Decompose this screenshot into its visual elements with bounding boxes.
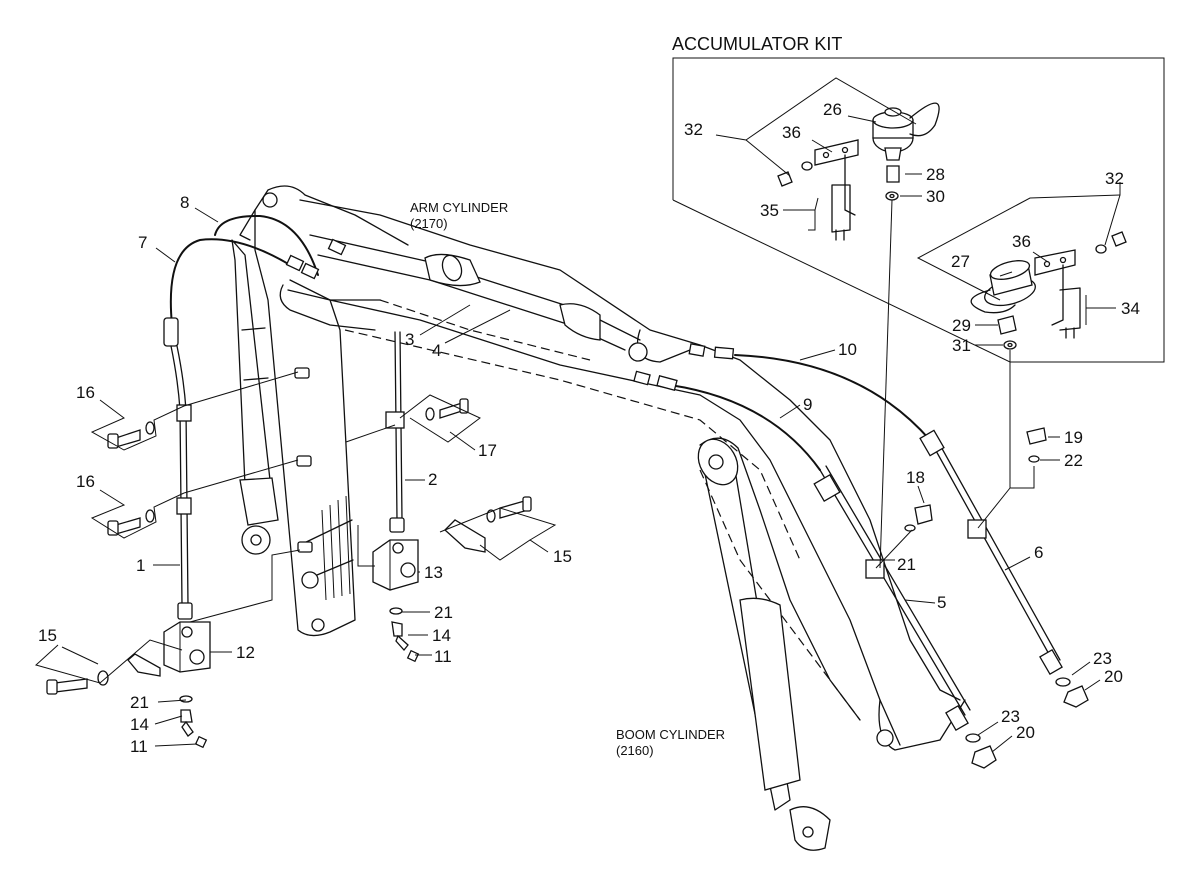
callout-23-upper: 23 xyxy=(1093,649,1112,668)
callout-16-lower: 16 xyxy=(76,472,95,491)
hose-10 xyxy=(734,354,931,441)
callout-15-left: 15 xyxy=(38,626,57,645)
callout-34: 34 xyxy=(1121,299,1140,318)
bracket-15-left xyxy=(127,653,161,677)
callout-30: 30 xyxy=(926,187,945,206)
callout-15-right: 15 xyxy=(553,547,572,566)
plug-19 xyxy=(1026,427,1047,445)
bracket-15-right xyxy=(444,519,486,553)
clamp-17 xyxy=(385,411,405,429)
callout-8: 8 xyxy=(180,193,189,212)
boom-cylinder-ref: (2160) xyxy=(616,743,654,758)
callout-23-lower: 23 xyxy=(1001,707,1020,726)
hose-9 xyxy=(669,384,821,471)
accumulator-lower xyxy=(970,231,1127,350)
callout-18: 18 xyxy=(906,468,925,487)
boom-structure xyxy=(289,199,966,751)
clamp-16-upper xyxy=(176,404,192,422)
callout-20-upper: 20 xyxy=(1104,667,1123,686)
callout-21-right: 21 xyxy=(897,555,916,574)
callout-17: 17 xyxy=(478,441,497,460)
labels: ACCUMULATOR KIT ARM CYLINDER (2170) BOOM… xyxy=(38,34,1140,758)
callout-11-center: 11 xyxy=(434,647,452,666)
callout-2: 2 xyxy=(428,470,437,489)
boom-foot-pin xyxy=(876,729,894,747)
arm-pin-hole xyxy=(301,571,319,589)
tube-assembly-6 xyxy=(904,427,1089,708)
arm-tip-hole xyxy=(311,618,325,632)
boom-cylinder-label: BOOM CYLINDER xyxy=(616,727,725,742)
callout-10: 10 xyxy=(838,340,857,359)
hoses xyxy=(169,214,931,471)
callout-6: 6 xyxy=(1034,543,1043,562)
boom-nose-pin xyxy=(628,342,648,362)
callout-1: 1 xyxy=(136,556,145,575)
callout-12: 12 xyxy=(236,643,255,662)
callout-16-upper: 16 xyxy=(76,383,95,402)
tube-assembly-5 xyxy=(813,465,997,769)
callout-11-left: 11 xyxy=(130,737,148,756)
cap-20-upper xyxy=(1063,685,1089,708)
boom-cylinder xyxy=(697,438,831,851)
arm-top-pin xyxy=(262,192,278,208)
hose-8 xyxy=(214,214,319,276)
callout-21-center: 21 xyxy=(434,603,453,622)
callout-21-left: 21 xyxy=(130,693,149,712)
callout-28: 28 xyxy=(926,165,945,184)
cap-20-lower xyxy=(971,745,997,769)
arm-ribs xyxy=(321,495,351,601)
arm-cylinder-ref: (2170) xyxy=(410,216,448,231)
callout-29: 29 xyxy=(952,316,971,335)
bucket-cylinder xyxy=(231,239,279,555)
callout-22: 22 xyxy=(1064,451,1083,470)
callout-7: 7 xyxy=(138,233,147,252)
callout-32-lower: 32 xyxy=(1105,169,1124,188)
callout-31: 31 xyxy=(952,336,971,355)
callout-5: 5 xyxy=(937,593,946,612)
leader-lines xyxy=(34,77,1121,753)
callout-4: 4 xyxy=(432,341,441,360)
callout-32-upper: 32 xyxy=(684,120,703,139)
tube-assembly-1 xyxy=(46,317,313,749)
clamp-6 xyxy=(967,519,987,539)
callout-19: 19 xyxy=(1064,428,1083,447)
arm-cylinder-label: ARM CYLINDER xyxy=(410,200,508,215)
callout-14-center: 14 xyxy=(432,626,451,645)
callout-13: 13 xyxy=(424,563,443,582)
plug-18 xyxy=(914,504,933,525)
hose-7 xyxy=(169,238,291,326)
callout-26: 26 xyxy=(823,100,842,119)
callout-20-lower: 20 xyxy=(1016,723,1035,742)
callout-36-upper: 36 xyxy=(782,123,801,142)
callout-27: 27 xyxy=(951,252,970,271)
accumulator-kit-title: ACCUMULATOR KIT xyxy=(672,34,842,54)
clamp-16-lower xyxy=(176,497,192,515)
accumulator-kit-frame xyxy=(672,57,1165,363)
callout-35: 35 xyxy=(760,201,779,220)
arm-cylinder xyxy=(309,234,641,351)
callout-14-left: 14 xyxy=(130,715,149,734)
tube-assembly-2 xyxy=(372,331,532,663)
callout-3: 3 xyxy=(405,330,414,349)
arm-structure xyxy=(239,185,409,637)
callout-9: 9 xyxy=(803,395,812,414)
callout-36-lower: 36 xyxy=(1012,232,1031,251)
